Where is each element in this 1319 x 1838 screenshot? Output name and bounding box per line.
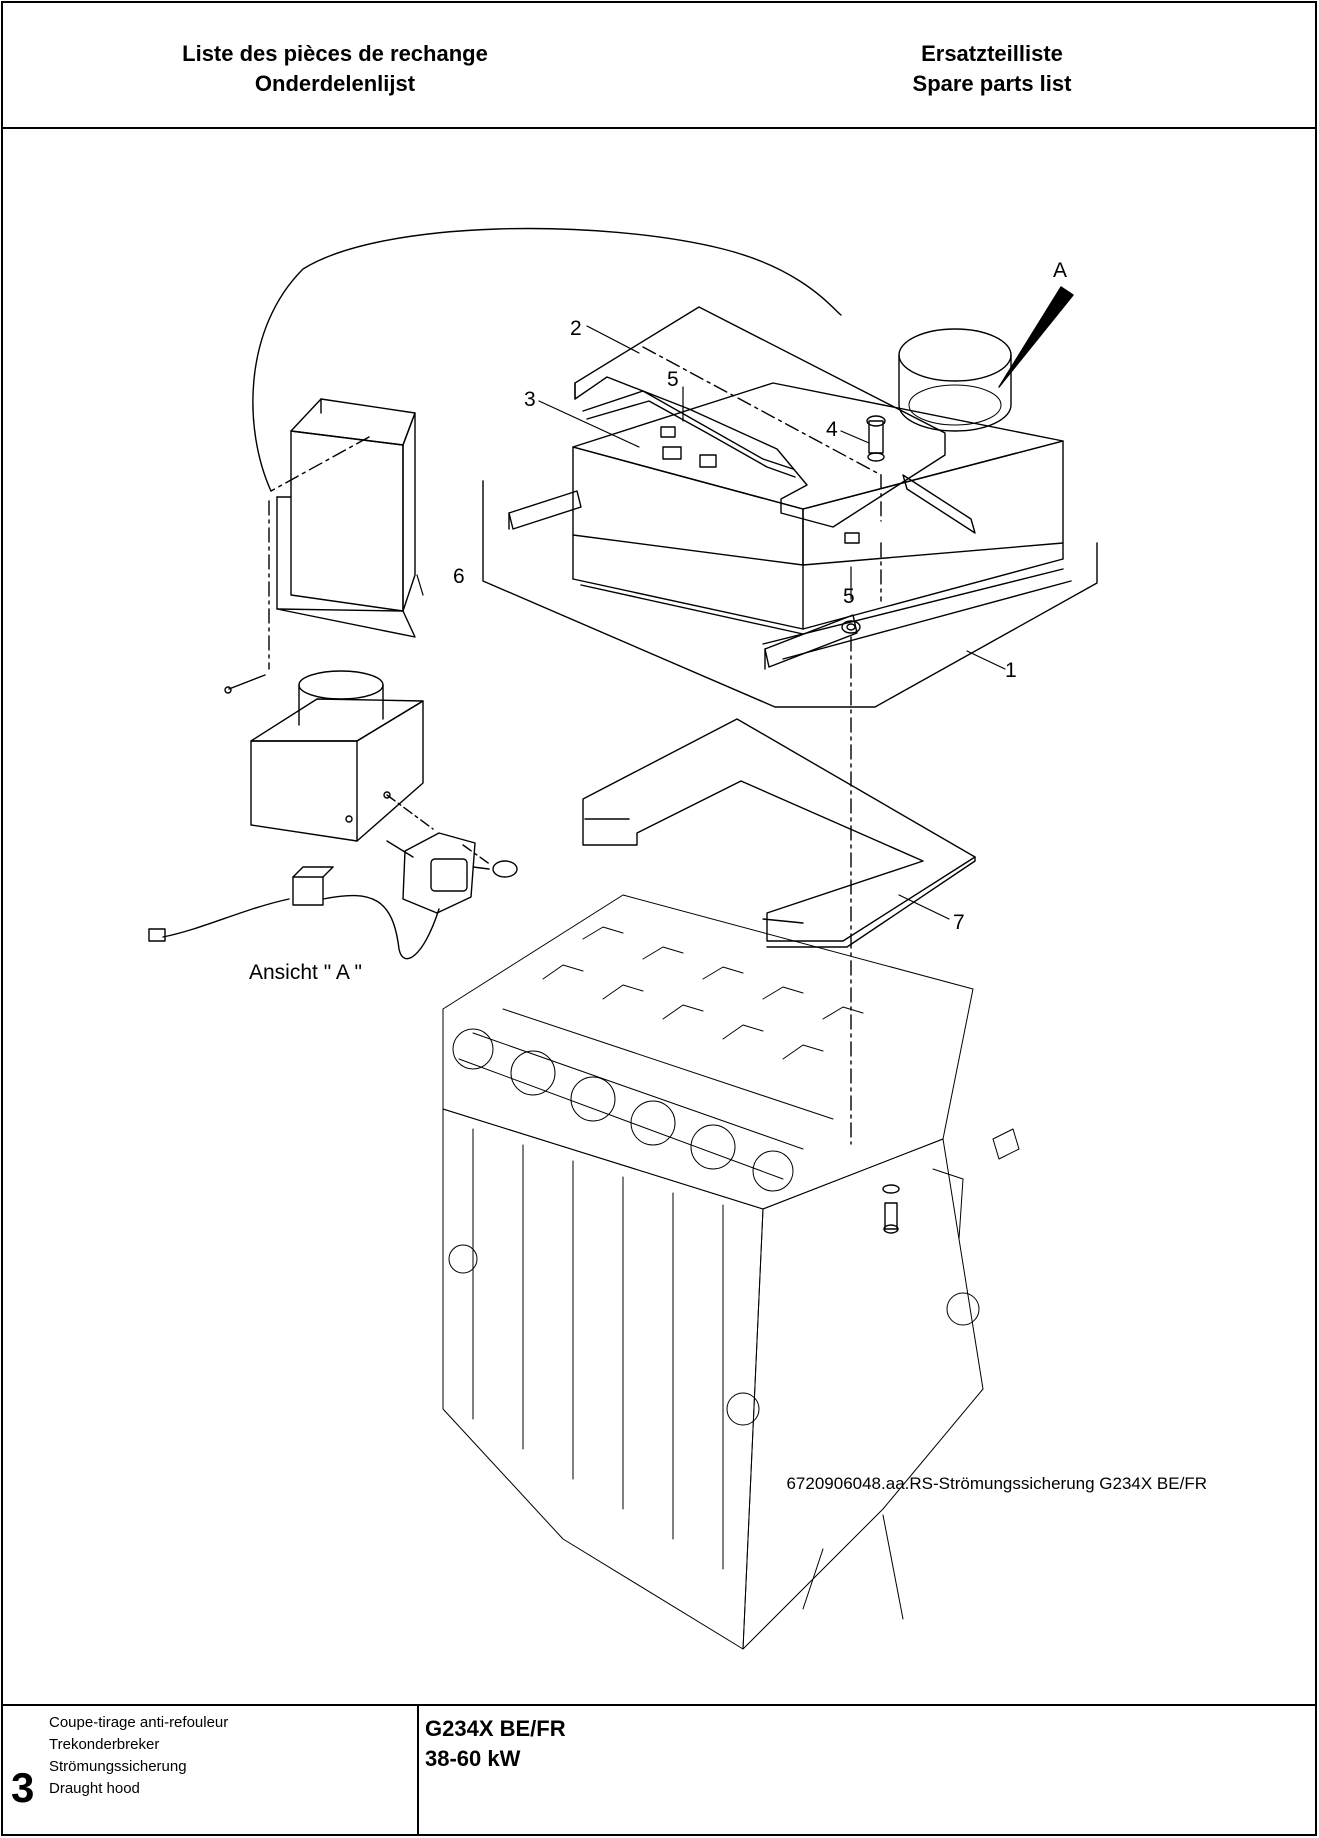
name-french: Coupe-tirage anti-refouleur	[49, 1714, 229, 1731]
screw-6	[224, 674, 266, 694]
nut-1	[841, 620, 861, 634]
title-dutch: Onderdelenlijst	[254, 71, 416, 96]
callout-labels: 1 2 3 4 5 5 6 7 A Ansicht " A "	[249, 259, 1067, 984]
title-german: Ersatzteilliste	[921, 41, 1063, 66]
header-right: Ersatzteilliste Spare parts list	[692, 39, 1292, 99]
callout-5-bottom: 5	[843, 585, 855, 608]
callout-4: 4	[826, 418, 838, 441]
mounting-rails	[508, 474, 976, 670]
control-box	[276, 398, 416, 638]
callout-1: 1	[1005, 659, 1017, 682]
callout-5-top: 5	[667, 368, 679, 391]
name-dutch: Trekonderbreker	[49, 1736, 160, 1753]
callout-leaders	[416, 325, 1006, 920]
draught-hood-illustration: 1 2 3 4 5 5 6 7 A Ansicht " A "	[148, 227, 1098, 1650]
cover-plate	[574, 306, 946, 528]
header-left: Liste des pièces de rechange Onderdelenl…	[35, 39, 635, 99]
view-a-hood	[250, 670, 492, 866]
wire-bracket	[582, 390, 796, 478]
view-a-sensor	[386, 832, 518, 914]
clip-5a	[660, 426, 676, 438]
view-a-connector	[148, 866, 440, 960]
draught-hood-body	[572, 328, 1072, 660]
name-german: Strömungssicherung	[49, 1758, 187, 1775]
name-english: Draught hood	[49, 1780, 140, 1797]
model-info: G234X BE/FR 38-60 kW	[425, 1714, 566, 1774]
title-french: Liste des pièces de rechange	[182, 41, 488, 66]
part-group-names: Coupe-tirage anti-refouleur Trekonderbre…	[49, 1712, 228, 1800]
drawing-caption: 6720906048.aa.RS-Strömungssicherung G234…	[786, 1474, 1207, 1493]
view-a-label: Ansicht " A "	[249, 961, 362, 984]
footer: 3 Coupe-tirage anti-refouleur Trekonderb…	[3, 1704, 1315, 1836]
footer-divider	[417, 1706, 419, 1836]
model-name: G234X BE/FR	[425, 1716, 566, 1741]
model-power: 38-60 kW	[425, 1746, 521, 1771]
assembly-axis-top	[642, 346, 882, 602]
baffle-plate	[582, 718, 976, 948]
header: Liste des pièces de rechange Onderdelenl…	[3, 3, 1315, 129]
view-marker-a: A	[1053, 259, 1067, 282]
exploded-view-drawing: 1 2 3 4 5 5 6 7 A Ansicht " A "	[3, 129, 1315, 1704]
title-english: Spare parts list	[912, 71, 1072, 96]
callout-2: 2	[570, 317, 582, 340]
callout-7: 7	[953, 911, 965, 934]
screw-4	[866, 415, 886, 462]
screw-axis-6	[268, 436, 370, 670]
callout-6: 6	[453, 565, 465, 588]
heat-exchanger-bolt	[882, 1184, 900, 1234]
page-number: 3	[11, 1764, 35, 1811]
view-a-arrow	[998, 286, 1074, 388]
sensor-cable	[252, 227, 842, 492]
clip-5b	[844, 532, 860, 544]
hood-back-panel	[482, 480, 1098, 708]
heat-exchanger	[442, 894, 1020, 1650]
callout-3: 3	[524, 388, 536, 411]
